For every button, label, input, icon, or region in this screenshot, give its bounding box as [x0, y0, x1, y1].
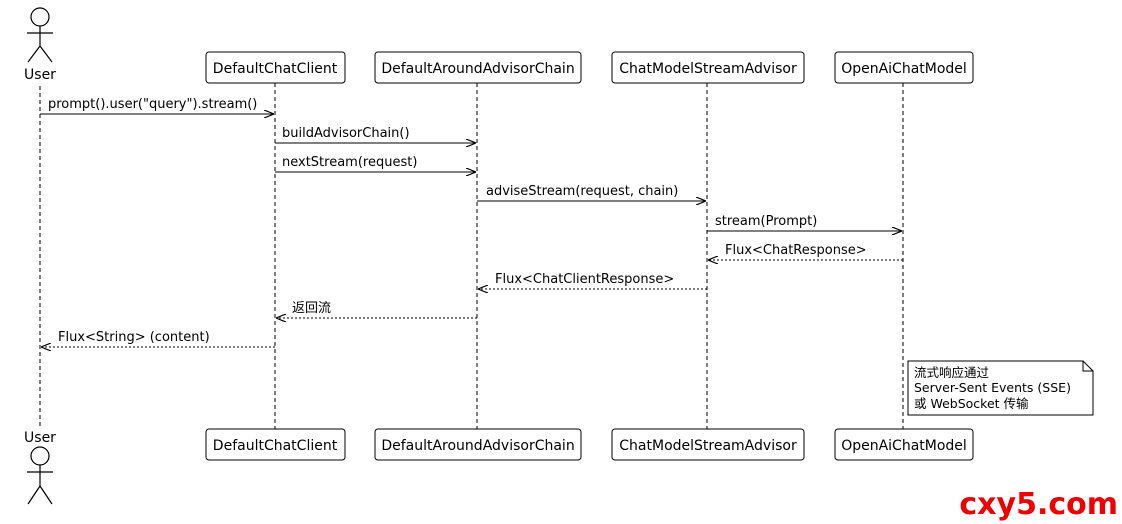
participant-advisor-top-label: ChatModelStreamAdvisor [619, 61, 797, 77]
participant-client-top: DefaultChatClient [205, 51, 346, 84]
message-1-label: prompt().user("query").stream() [48, 97, 257, 112]
note-line-1: 流式响应通过 [914, 365, 990, 380]
message-6: Flux<ChatResponse> [709, 243, 903, 260]
message-8-label: 返回流 [292, 301, 331, 316]
participant-model-top: OpenAiChatModel [834, 51, 974, 84]
participant-model-bottom-label: OpenAiChatModel [841, 438, 967, 454]
message-7: Flux<ChatClientResponse> [479, 272, 707, 289]
user-actor-bottom: User [24, 430, 56, 505]
message-6-label: Flux<ChatResponse> [725, 243, 867, 258]
participant-advisor-bottom-label: ChatModelStreamAdvisor [619, 438, 797, 454]
user-actor-top: User [24, 7, 56, 83]
participant-client-bottom-label: DefaultChatClient [213, 438, 338, 454]
message-1: prompt().user("query").stream() [40, 97, 273, 114]
message-5: stream(Prompt) [707, 214, 901, 231]
message-8: 返回流 [277, 301, 477, 318]
message-3: nextStream(request) [275, 155, 475, 172]
participant-advisor-bottom: ChatModelStreamAdvisor [611, 428, 805, 461]
note-box: 流式响应通过 Server-Sent Events (SSE) 或 WebSoc… [907, 360, 1094, 416]
note-line-2: Server-Sent Events (SSE) [914, 380, 1071, 395]
message-9-label: Flux<String> (content) [58, 330, 210, 345]
participant-model-bottom: OpenAiChatModel [834, 428, 974, 461]
participant-client-bottom: DefaultChatClient [205, 428, 346, 461]
message-3-label: nextStream(request) [282, 155, 417, 170]
message-2-label: buildAdvisorChain() [282, 126, 410, 141]
participant-client-top-label: DefaultChatClient [213, 61, 338, 77]
message-5-label: stream(Prompt) [715, 214, 817, 229]
participant-chain-top-label: DefaultAroundAdvisorChain [381, 61, 574, 77]
user-label-top: User [24, 67, 56, 83]
participant-advisor-top: ChatModelStreamAdvisor [611, 51, 805, 84]
watermark: cxy5.com [959, 487, 1118, 522]
participant-model-top-label: OpenAiChatModel [841, 61, 967, 77]
message-4: adviseStream(request, chain) [477, 184, 705, 201]
message-2: buildAdvisorChain() [275, 126, 475, 143]
participant-chain-bottom: DefaultAroundAdvisorChain [374, 428, 582, 461]
participant-chain-top: DefaultAroundAdvisorChain [374, 51, 582, 84]
user-label-bottom: User [24, 430, 56, 446]
message-4-label: adviseStream(request, chain) [486, 184, 678, 199]
participant-chain-bottom-label: DefaultAroundAdvisorChain [381, 438, 574, 454]
message-9: Flux<String> (content) [42, 330, 275, 347]
note-line-3: 或 WebSocket 传输 [914, 396, 1029, 411]
message-7-label: Flux<ChatClientResponse> [495, 272, 674, 287]
